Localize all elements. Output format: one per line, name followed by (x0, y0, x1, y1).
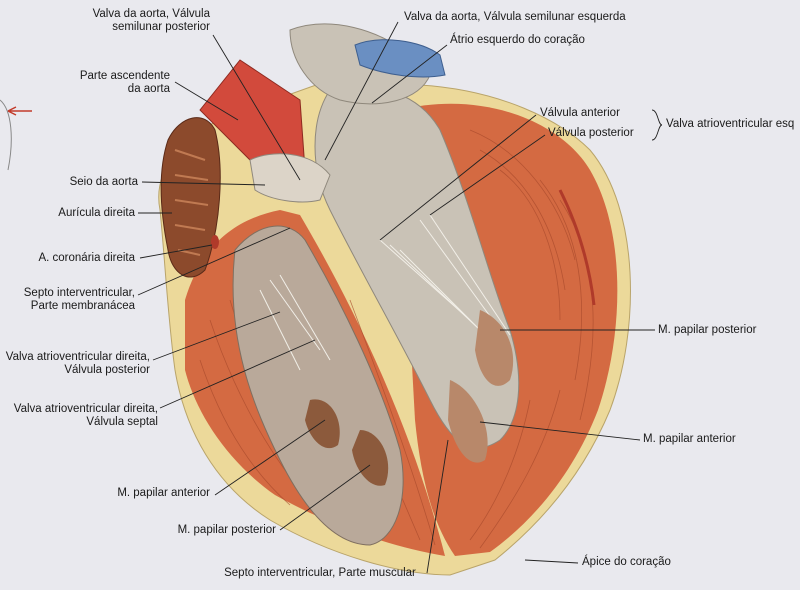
leader-valva-aorta-esquerda (324, 21, 399, 161)
left-posterior-papillary-muscle (475, 310, 514, 386)
label-papilar-anterior-esquerdo: M. papilar anterior (643, 433, 736, 445)
right-auricle (160, 117, 221, 278)
label-papilar-posterior-esquerdo: M. papilar posterior (658, 324, 757, 336)
left-coronary-branch (558, 189, 596, 306)
label-valva-aorta-posterior: Valva da aorta, Válvula semilunar poster… (92, 8, 210, 33)
leader-valva-av-posterior (152, 311, 281, 361)
leader-lines (137, 21, 663, 574)
label-valvula-anterior: Válvula anterior (540, 107, 620, 119)
leader-septo-muscular (426, 439, 449, 574)
label-parte-ascendente-aorta: Parte ascendente da aorta (79, 70, 170, 95)
right-coronary-artery (211, 235, 219, 249)
leader-papilar-anterior-dir (214, 419, 326, 496)
leader-septo-membranaceo (137, 227, 291, 296)
leader-atrio-esquerdo (371, 44, 448, 104)
label-seio-aorta: Seio da aorta (69, 176, 138, 188)
label-valva-aorta-esquerda: Valva da aorta, Válvula semilunar esquer… (404, 11, 626, 23)
label-apice: Ápice do coração (582, 556, 671, 568)
leader-valva-aorta-posterior (212, 34, 301, 181)
aortic-root (249, 153, 331, 203)
right-anterior-papillary-muscle (305, 399, 340, 449)
leader-apice (524, 559, 579, 564)
pulmonary-vein (354, 39, 446, 78)
label-valvula-posterior: Válvula posterior (548, 127, 634, 139)
left-margin-arrow (7, 106, 32, 116)
label-coronaria-direita: A. coronária direita (38, 252, 135, 264)
label-valva-av-direita-septal: Valva atrioventricular direita, Válvula … (13, 403, 158, 428)
brace-valva-av-esquerda (651, 109, 663, 141)
chordae-tendineae (259, 214, 511, 371)
leader-parte-ascendente (174, 81, 239, 121)
label-valva-av-esquerda: Valva atrioventricular esq (666, 118, 795, 130)
leader-valvula-posterior (429, 134, 546, 216)
left-margin-bracket (0, 99, 12, 171)
leader-papilar-posterior-dir (279, 464, 371, 531)
left-anterior-papillary-muscle (448, 380, 488, 463)
leader-valvula-anterior (379, 114, 537, 241)
leader-seio-aorta (141, 181, 266, 186)
label-papilar-posterior-direito: M. papilar posterior (177, 524, 276, 536)
label-valva-av-direita-posterior: Valva atrioventricular direita, Válvula … (5, 351, 150, 376)
label-septo-membranaceo: Septo interventricular, Parte membranáce… (23, 287, 135, 312)
page-margin-marks (0, 99, 32, 171)
label-atrio-esquerdo: Átrio esquerdo do coração (450, 34, 585, 46)
label-septo-muscular: Septo interventricular, Parte muscular (224, 567, 416, 579)
leader-papilar-anterior-esq (479, 421, 641, 441)
leader-valva-av-septal (159, 339, 316, 409)
leader-coronaria-direita (139, 244, 213, 259)
label-papilar-anterior-direito: M. papilar anterior (117, 487, 210, 499)
right-auricle-trabeculae (174, 149, 209, 256)
label-auricula-direita: Aurícula direita (58, 207, 135, 219)
